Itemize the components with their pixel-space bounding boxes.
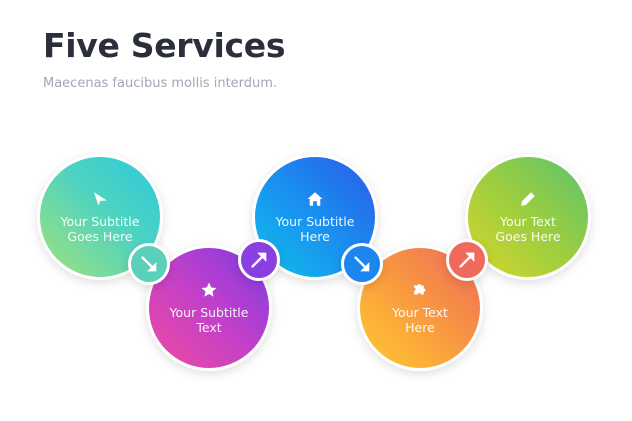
arrow-down-right-icon xyxy=(354,256,370,272)
paper-plane-icon xyxy=(94,192,107,206)
arrow-up-right-icon xyxy=(251,252,267,268)
arrow-down-right-icon xyxy=(141,256,157,272)
puzzle-icon xyxy=(414,283,426,295)
arrow-up-right-icon xyxy=(459,252,475,268)
pencil-icon xyxy=(521,192,535,206)
connector-1-2[interactable] xyxy=(128,243,170,285)
home-icon xyxy=(307,192,323,206)
connector-2-3[interactable] xyxy=(238,239,280,281)
page-title: Five Services xyxy=(43,26,286,65)
connector-3-4[interactable] xyxy=(341,243,383,285)
page-subtitle: Maecenas faucibus mollis interdum. xyxy=(43,76,278,91)
connector-4-5[interactable] xyxy=(446,239,488,281)
star-icon xyxy=(201,282,217,297)
